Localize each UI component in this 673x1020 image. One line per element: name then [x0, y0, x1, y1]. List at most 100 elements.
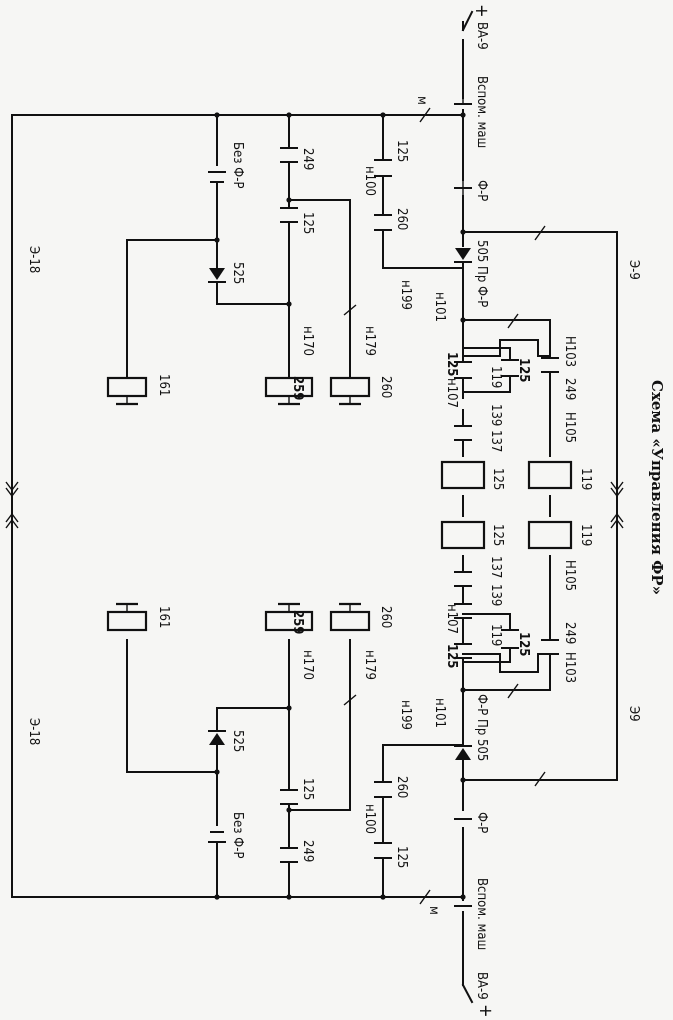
- label-249-c: 249: [562, 378, 577, 400]
- label-e318-top: Э-18: [26, 246, 41, 273]
- label-125-coil-top: 125: [490, 468, 505, 490]
- label-fr-top: Ф-Р: [474, 180, 489, 201]
- label-119-b: 119: [488, 624, 503, 646]
- contacts-right-lower: [454, 571, 559, 659]
- label-525-top: 525: [230, 262, 245, 284]
- diode-505-bottom: [454, 745, 472, 760]
- va9-breaker-bottom: [461, 974, 474, 1004]
- label-119-a: 119: [488, 366, 503, 388]
- label-va9-bottom: ВА-9: [474, 972, 489, 1000]
- label-125-h: 125: [300, 778, 315, 800]
- label-H105: Н105: [562, 412, 577, 443]
- label-n199-bottom: н199: [398, 700, 413, 730]
- label-vspom-bottom: Вспом. маш: [474, 878, 489, 950]
- label-pr505-bottom: Ф-Р Пр 505: [474, 694, 489, 761]
- wire-ticks: [5, 107, 624, 905]
- label-n100-bottom: н100: [362, 804, 377, 834]
- coil-161-bottom: [106, 602, 148, 632]
- label-bez-fr-bottom: Без Ф-Р: [230, 812, 245, 859]
- label-125-coil-bottom: 125: [490, 524, 505, 546]
- label-va9-top: ВА-9: [474, 22, 489, 50]
- label-125-a: 125: [394, 140, 409, 162]
- coil-259-bottom: [264, 602, 314, 632]
- label-n101-top: н101: [432, 292, 447, 322]
- va9-breaker-top: [461, 10, 474, 47]
- circuit-wiring: [11, 39, 618, 976]
- label-525-bottom: 525: [230, 730, 245, 752]
- contacts: [208, 10, 559, 1004]
- label-119-coil-top: 119: [578, 468, 593, 490]
- label-n101-bottom: н101: [432, 698, 447, 728]
- coil-259-top: [264, 376, 314, 406]
- contact-bez-fr-top: [208, 171, 226, 183]
- label-n170-bottom: н170: [300, 650, 315, 680]
- diode-525-bottom: [208, 730, 226, 745]
- label-pr505-top: 505 Пр Ф-Р: [474, 240, 489, 307]
- label-e39-bottom: Э9: [626, 706, 641, 722]
- label-m-top: м: [414, 96, 429, 105]
- label-n170-top: н170: [300, 326, 315, 356]
- label-125-e: 125: [516, 632, 531, 656]
- contact-125-260-bottom: [374, 781, 392, 859]
- label-e318-bottom: Э-18: [26, 718, 41, 745]
- label-139-top: 139: [488, 404, 503, 426]
- contact-249-125-bottom: [280, 789, 298, 863]
- label-m-bottom: м: [426, 906, 441, 915]
- schematic-title: Схема «Управления ФР»: [648, 380, 666, 595]
- coil-161-top: [106, 376, 148, 406]
- label-260-a: 260: [394, 208, 409, 230]
- label-bez-fr-top: Без Ф-Р: [230, 142, 245, 189]
- label-plus-bottom: +: [475, 1004, 496, 1018]
- contact-vspom-top: [454, 98, 472, 105]
- label-n179-top: н179: [362, 326, 377, 356]
- label-259-top: 259: [290, 376, 305, 400]
- label-fr-bottom: Ф-Р: [474, 812, 489, 833]
- label-161-bottom: 161: [156, 606, 171, 628]
- label-125-c: 125: [516, 358, 531, 382]
- label-249-a: 249: [300, 148, 315, 170]
- labels: Схема «Управления ФР» ВА-9 + Вспом. маш …: [26, 4, 666, 1018]
- label-260-b: 260: [394, 776, 409, 798]
- label-260-top: 260: [378, 376, 393, 398]
- contact-249-125-top: [280, 147, 298, 223]
- coil-260-bottom: [329, 602, 371, 632]
- label-137-top: 137: [488, 430, 503, 452]
- label-125-f: 125: [444, 644, 459, 668]
- junction-dots: [214, 112, 466, 900]
- label-125-g: 125: [394, 846, 409, 868]
- label-249-e: 249: [300, 840, 315, 862]
- coil-125-bottom: [440, 520, 486, 550]
- contact-125-260-top: [374, 159, 392, 231]
- label-139-bottom: 139: [488, 584, 503, 606]
- label-249-d: 249: [562, 622, 577, 644]
- label-H103-bottom: Н103: [562, 652, 577, 683]
- contact-fr-top: [454, 180, 472, 196]
- label-n107-bottom: н107: [444, 604, 459, 634]
- label-260-bottom: 260: [378, 606, 393, 628]
- label-125-d: 125: [444, 352, 459, 376]
- label-H105-bottom: Н105: [562, 560, 577, 591]
- label-n179-bottom: н179: [362, 650, 377, 680]
- diode-505-top: [454, 248, 472, 263]
- label-259-bottom: 259: [290, 610, 305, 634]
- label-161-top: 161: [156, 374, 171, 396]
- label-119-coil-bottom: 119: [578, 524, 593, 546]
- coil-260-top: [329, 376, 371, 406]
- label-H103: Н103: [562, 336, 577, 367]
- label-137-bottom: 137: [488, 556, 503, 578]
- label-e39-top: Э-9: [626, 260, 641, 280]
- label-n100-top: н100: [362, 166, 377, 196]
- contact-bez-fr-bottom: [208, 831, 226, 843]
- relay-coils: [106, 376, 573, 632]
- coil-119-top: [527, 460, 573, 490]
- label-n107-top: н107: [444, 378, 459, 408]
- label-vspom-top: Вспом. маш: [474, 76, 489, 148]
- contacts-right-upper: [454, 357, 559, 441]
- label-plus-top: +: [471, 4, 492, 18]
- diode-525-top: [208, 268, 226, 283]
- coil-119-bottom: [527, 520, 573, 550]
- coil-125-top: [440, 460, 486, 490]
- label-n199-top: н199: [398, 280, 413, 310]
- label-125-b: 125: [300, 212, 315, 234]
